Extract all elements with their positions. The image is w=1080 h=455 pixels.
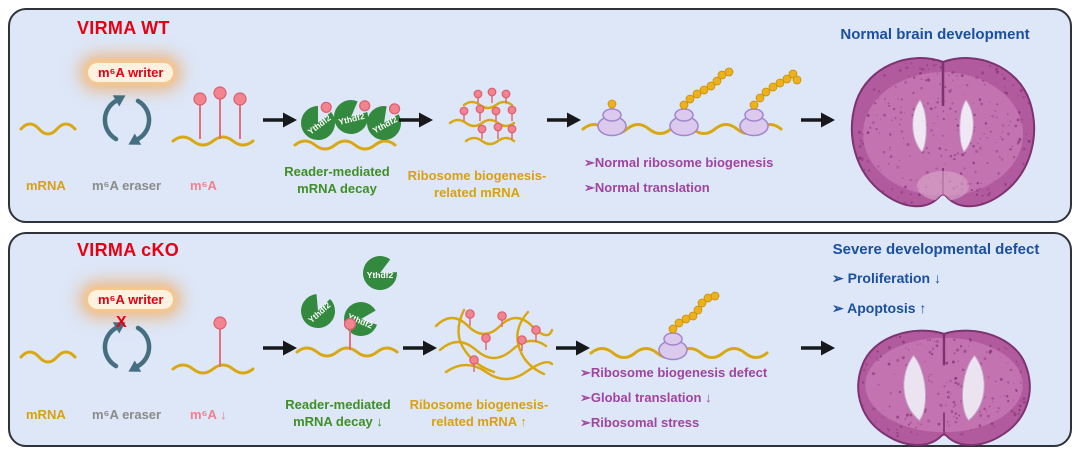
flow-arrow-icon xyxy=(263,112,297,128)
wt-bullet-2: ➢Normal translation xyxy=(584,180,710,195)
translation-scene-impaired xyxy=(589,291,769,361)
panel-virma-cko: VIRMA cKO Severe developmental defect ➢ … xyxy=(8,232,1072,447)
panel-title-wt: VIRMA WT xyxy=(77,18,170,38)
flow-arrow-icon xyxy=(556,340,590,356)
knockout-x-mark: X xyxy=(116,314,127,331)
m6a-label: m⁶A ↓ xyxy=(190,407,227,422)
wt-bullet-1: ➢Normal ribosome biogenesis xyxy=(584,155,774,170)
cko-bullet-3: ➢Ribosomal stress xyxy=(580,415,700,430)
ythdf2-reader-icon xyxy=(301,106,335,140)
m6a-mark-icon xyxy=(359,100,371,112)
escaped-mrna xyxy=(295,317,399,358)
brain-section-normal xyxy=(850,57,1036,208)
cko-outcome-bullet-1: ➢ Proliferation ↓ xyxy=(832,270,941,286)
translation-scene-normal xyxy=(581,67,802,137)
ribosome-mrna-label: Ribosome biogenesis-related mRNA ↑ xyxy=(409,397,549,429)
m6a-label: m⁶A xyxy=(190,178,217,193)
ventricle-right xyxy=(959,99,974,153)
m6a-writer-badge: m⁶A writer xyxy=(88,290,174,309)
reader-decay-label: Reader-mediated mRNA decay ↓ xyxy=(285,397,391,429)
m6a-writer-badge: m⁶A writer xyxy=(88,63,174,82)
ribosome-mrna-label: Ribosome biogenesis-related mRNA xyxy=(407,168,547,200)
m6a-eraser-label: m⁶A eraser xyxy=(92,407,162,422)
reader-decay-label: Reader-mediated mRNA decay xyxy=(284,164,390,196)
ythdf2-readers-bound: Ythdf2 Ythdf2 Ythdf2 xyxy=(293,100,401,151)
brain-section-defect xyxy=(857,329,1031,446)
ythdf2-reader-icon xyxy=(363,256,397,291)
mrna-label: mRNA xyxy=(26,178,66,193)
hypomethylated-mrna xyxy=(171,316,255,375)
ythdf2-reader-icon xyxy=(367,106,401,140)
flow-arrow-icon xyxy=(801,340,835,356)
ythdf2-label: Ythdf2 xyxy=(367,270,394,280)
outcome-title-wt: Normal brain development xyxy=(840,26,1030,43)
methylation-cycle-icon xyxy=(102,322,152,372)
panel-virma-wt: VIRMA WT Normal brain development m⁶A wr… xyxy=(8,8,1072,223)
ythdf2-reader-unbound: Ythdf2 xyxy=(363,256,397,291)
mrna-squiggle xyxy=(19,350,77,364)
flow-arrow-icon xyxy=(403,340,437,356)
flow-arrow-icon xyxy=(547,112,581,128)
flow-arrow-icon xyxy=(399,112,433,128)
m6a-mark-icon xyxy=(388,103,401,115)
cko-outcome-bullet-2: ➢ Apoptosis ↑ xyxy=(832,300,927,316)
ribosome-biogenesis-mrna-pool xyxy=(448,87,517,146)
flow-arrow-icon xyxy=(801,112,835,128)
m6a-mark-icon xyxy=(320,101,332,113)
methylated-mrna xyxy=(171,86,255,147)
ythdf2-reader-icon xyxy=(334,100,368,134)
ythdf2-reader-icon xyxy=(301,294,336,328)
ventricle-left-enlarged xyxy=(903,354,927,422)
panel-title-cko: VIRMA cKO xyxy=(77,240,180,260)
methylation-cycle-icon xyxy=(102,95,152,145)
ythdf2-reader-unbound: Ythdf2 xyxy=(301,294,336,328)
cko-bullet-2: ➢Global translation ↓ xyxy=(580,390,712,405)
ribosome-biogenesis-mrna-accumulated xyxy=(434,308,554,381)
ventricle-left xyxy=(912,99,927,153)
outcome-title-cko: Severe developmental defect xyxy=(832,241,1040,258)
cko-bullet-1: ➢Ribosome biogenesis defect xyxy=(580,365,768,380)
mrna-label: mRNA xyxy=(26,407,66,422)
flow-arrow-icon xyxy=(263,340,297,356)
mrna-squiggle xyxy=(19,122,77,136)
ventricle-right-enlarged xyxy=(961,354,985,422)
m6a-eraser-label: m⁶A eraser xyxy=(92,178,162,193)
